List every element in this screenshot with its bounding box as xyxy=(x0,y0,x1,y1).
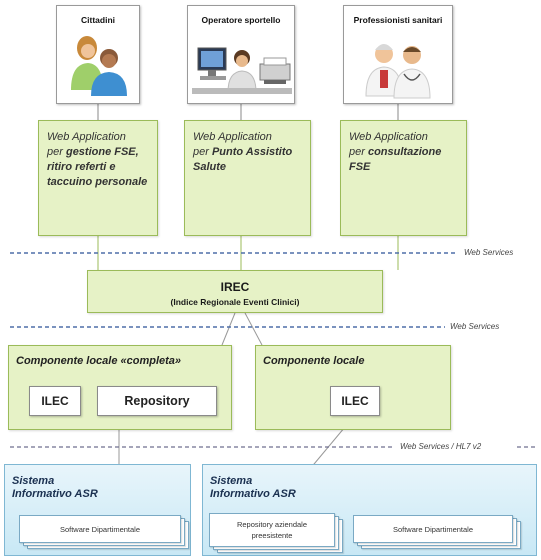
repository-label: Repository xyxy=(124,394,190,408)
actor-label: Professionisti sanitari xyxy=(353,15,443,25)
irec-title: IREC xyxy=(220,280,250,294)
webapp-purpose: gestione FSE, xyxy=(65,146,139,158)
webapp-purpose-cont: FSE xyxy=(349,161,371,173)
doc-label: preesistente xyxy=(251,531,293,540)
doc-label: Software Dipartimentale xyxy=(392,524,474,534)
doc-label: Repository aziendale xyxy=(236,520,308,529)
web-services-hl7-label: Web Services / HL7 v2 xyxy=(400,442,482,451)
ilec-box: ILEC xyxy=(29,386,81,416)
actor-cittadini: Cittadini xyxy=(56,5,140,104)
doc-label: Software Dipartimentale xyxy=(59,524,141,534)
repository-aziendale-doc: Repository aziendale preesistente xyxy=(209,513,335,547)
webapp-gestione-fse: Web Application per gestione FSE, ritiro… xyxy=(38,120,158,236)
webapp-punto-assistito: Web Application per Punto Assistito Salu… xyxy=(184,120,311,236)
software-dipartimentale-doc: Software Dipartimentale xyxy=(353,515,513,543)
irec-subtitle: (Indice Regionale Eventi Clinici) xyxy=(170,297,300,307)
webapp-title: Web Application xyxy=(193,131,272,143)
sistema-title: Sistema xyxy=(210,475,253,487)
sistema-title: Sistema xyxy=(12,475,55,487)
webapp-title: Web Application xyxy=(47,131,126,143)
component-title: Componente locale xyxy=(263,355,365,367)
webapp-purpose-cont: Salute xyxy=(193,161,227,173)
actor-label: Operatore sportello xyxy=(201,15,281,25)
web-services-label: Web Services xyxy=(450,322,500,331)
operator-desk-icon xyxy=(192,47,292,94)
sistema-subtitle: Informativo ASR xyxy=(12,488,98,500)
citizens-icon xyxy=(71,36,127,96)
webapp-consultazione-fse: Web Application per consultazione FSE xyxy=(340,120,467,236)
webapp-prefix: per xyxy=(193,146,212,158)
component-title: Componente locale «completa» xyxy=(16,355,182,367)
ilec-label: ILEC xyxy=(341,394,369,408)
webapp-purpose-cont: taccuino personale xyxy=(47,176,148,188)
componente-locale-completa: Componente locale «completa» ILEC Reposi… xyxy=(8,345,232,430)
software-dipartimentale-doc: Software Dipartimentale xyxy=(19,515,181,543)
webapp-prefix: per xyxy=(349,146,368,158)
sistema-subtitle: Informativo ASR xyxy=(210,488,296,500)
sistema-informativo-asr-left: Sistema Informativo ASR Software Diparti… xyxy=(4,464,191,556)
ilec-label: ILEC xyxy=(41,394,69,408)
actor-professionisti: Professionisti sanitari xyxy=(343,5,453,104)
doctors-icon xyxy=(365,44,431,99)
sistema-informativo-asr-right: Sistema Informativo ASR Repository azien… xyxy=(202,464,537,556)
webapp-purpose: Punto Assistito xyxy=(211,146,293,158)
webapp-title: Web Application xyxy=(349,131,428,143)
repository-box: Repository xyxy=(97,386,217,416)
componente-locale: Componente locale ILEC xyxy=(255,345,451,430)
web-services-label: Web Services xyxy=(464,248,514,257)
webapp-prefix: per xyxy=(47,146,66,158)
webapp-purpose-cont: ritiro referti e xyxy=(47,161,116,173)
webapp-purpose: consultazione xyxy=(367,146,442,158)
irec-box: IREC (Indice Regionale Eventi Clinici) xyxy=(87,270,383,313)
actor-operatore: Operatore sportello xyxy=(187,5,295,104)
ilec-box: ILEC xyxy=(330,386,380,416)
actor-label: Cittadini xyxy=(81,15,115,25)
